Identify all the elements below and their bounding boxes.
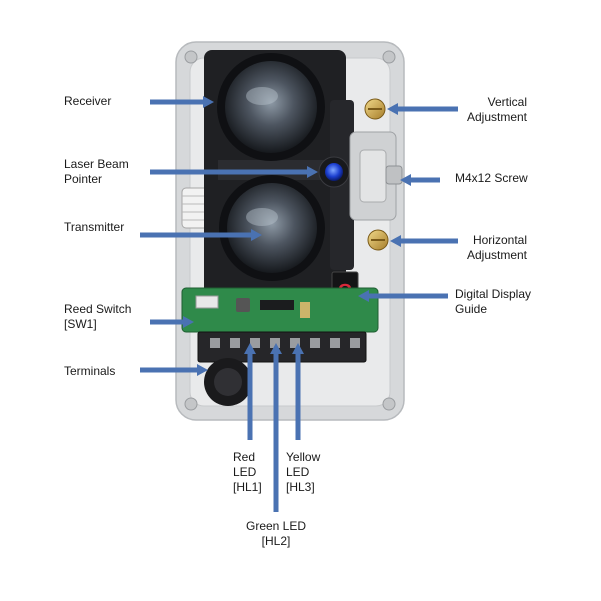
label-digital-display-guide: Digital Display Guide	[455, 287, 532, 316]
receiver-lens	[217, 53, 325, 161]
label-laser-beam-pointer: Laser Beam Pointer	[64, 157, 129, 186]
corner-screw-icon	[184, 50, 198, 64]
arrow-m4x12-screw	[400, 174, 440, 186]
arrow-digital-display-guide	[358, 290, 448, 302]
label-reed-switch: Reed Switch [SW1]	[64, 302, 132, 331]
corner-screw-icon	[382, 397, 396, 411]
callout-arrows	[140, 96, 458, 512]
arrow-terminals	[140, 364, 208, 376]
label-terminals: Terminals	[64, 364, 116, 378]
label-m4x12-screw: M4x12 Screw	[455, 171, 528, 185]
label-red-led: Red LED [HL1]	[233, 450, 262, 494]
laser-beam-pointer	[318, 156, 350, 188]
arrow-laser-beam-pointer	[150, 166, 318, 178]
label-receiver: Receiver	[64, 94, 112, 108]
cable-gland	[204, 358, 252, 406]
pcb-board	[181, 287, 379, 333]
horizontal-adjustment-screw-icon	[367, 229, 389, 251]
arrow-receiver	[150, 96, 214, 108]
corner-screw-icon	[184, 397, 198, 411]
corner-screw-icon	[382, 50, 396, 64]
arrow-horizontal-adjustment	[390, 235, 458, 247]
label-horizontal-adjustment: Horizontal Adjustment	[466, 233, 527, 262]
transmitter-lens	[219, 175, 325, 281]
label-green-led: Green LED [HL2]	[245, 519, 307, 548]
arrow-transmitter	[140, 229, 262, 241]
vertical-adjustment-screw-icon	[364, 98, 386, 120]
arrow-green-led	[270, 343, 282, 512]
arrow-vertical-adjustment	[387, 103, 458, 115]
terminal-block	[197, 331, 367, 363]
label-yellow-led: Yellow LED [HL3]	[286, 450, 321, 494]
label-vertical-adjustment: Vertical Adjustment	[466, 95, 527, 124]
adjustment-mechanism	[349, 131, 403, 221]
arrow-reed-switch	[150, 316, 194, 328]
arrow-red-led	[244, 343, 256, 440]
label-transmitter: Transmitter	[64, 220, 125, 234]
arrow-yellow-led	[292, 343, 304, 440]
